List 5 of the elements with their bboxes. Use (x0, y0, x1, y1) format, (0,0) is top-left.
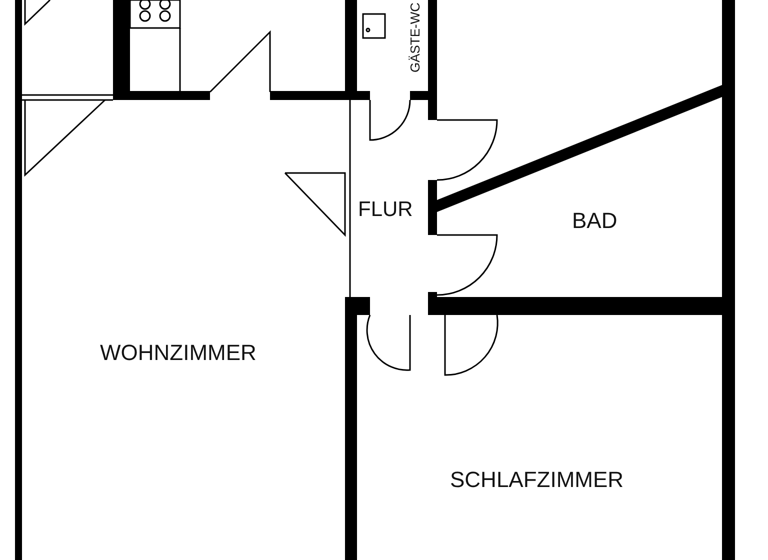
room-label: WOHNZIMMER (100, 340, 256, 366)
room-label: BAD (572, 208, 618, 234)
room-label: SCHLAFZIMMER (450, 467, 624, 493)
room-label: GÄSTE-WC (408, 2, 423, 73)
room-label: FLUR (358, 198, 413, 222)
